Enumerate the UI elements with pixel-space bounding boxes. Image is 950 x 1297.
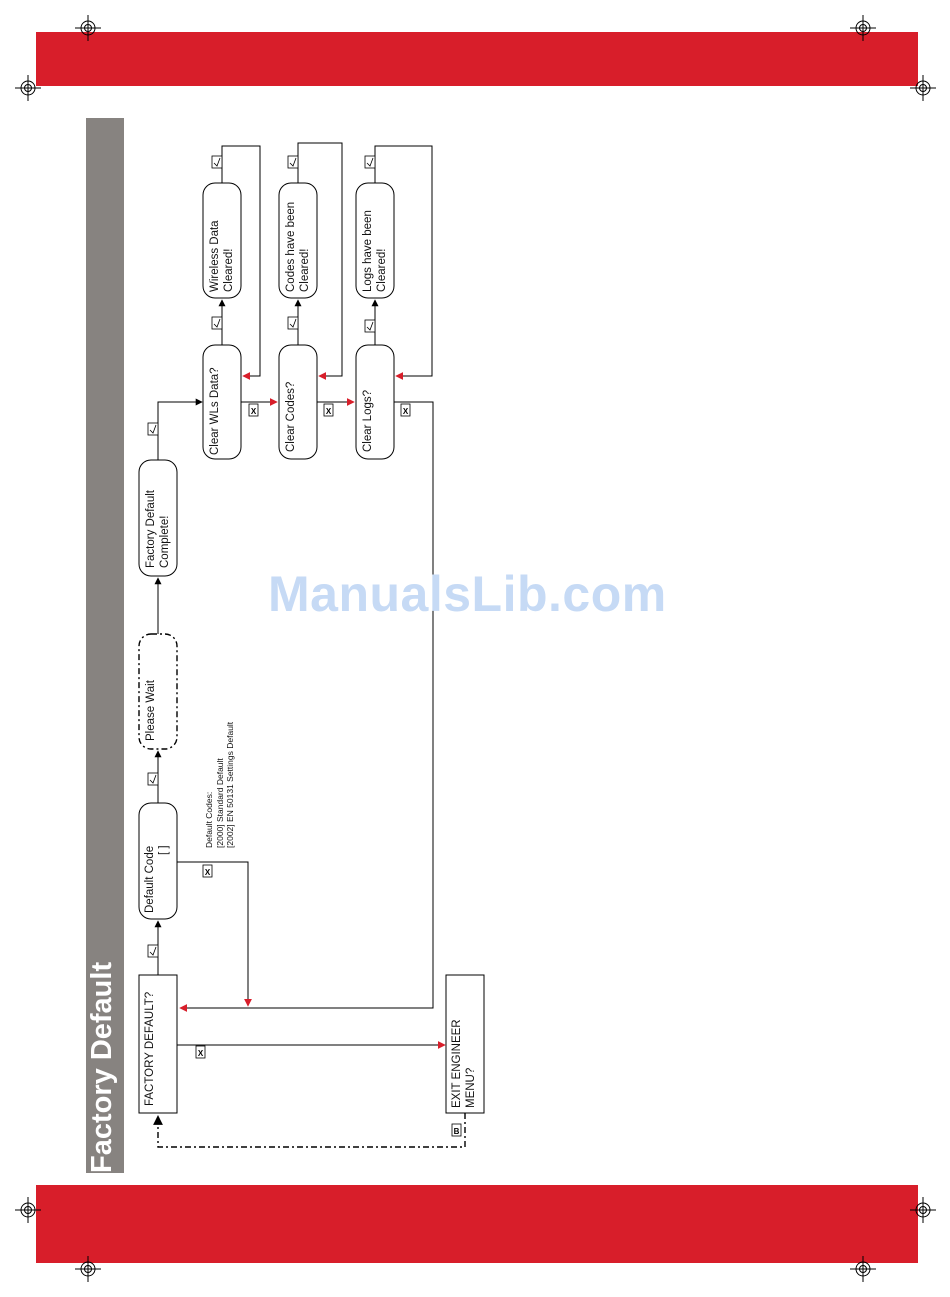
x-key-box xyxy=(202,864,213,878)
x-key-box xyxy=(323,403,334,417)
tick-icon xyxy=(364,319,376,333)
b-key-box xyxy=(451,1123,462,1137)
b-key-label: B xyxy=(454,1127,460,1136)
please-wait-label: Please Wait xyxy=(145,680,157,741)
return-connector xyxy=(177,861,252,1007)
tick-icon xyxy=(211,155,223,169)
x-key-label: X xyxy=(198,1049,204,1058)
tick-icon xyxy=(364,155,376,169)
tick-icon xyxy=(147,772,159,786)
registration-mark-icon xyxy=(910,1197,936,1223)
registration-mark-icon xyxy=(850,15,876,41)
exit-engineer-box[interactable] xyxy=(445,974,485,1114)
top-red-band xyxy=(36,32,918,86)
registration-mark-icon xyxy=(75,15,101,41)
wireless-cleared-label: Wireless Data Cleared! xyxy=(209,220,235,292)
bottom-red-band xyxy=(36,1185,918,1263)
clear-codes-label: Clear Codes? xyxy=(285,381,297,452)
x-key-label: X xyxy=(326,407,332,416)
x-key-box xyxy=(195,1045,206,1059)
tick-icon xyxy=(147,944,159,958)
watermark: ManualsLib.com xyxy=(268,566,667,622)
connector xyxy=(157,398,203,460)
return-connector xyxy=(179,401,434,1012)
x-key-label: X xyxy=(403,407,409,416)
tick-icon xyxy=(211,316,223,330)
clear-logs-label: Clear Logs? xyxy=(362,389,374,452)
factory-default-label: FACTORY DEFAULT? xyxy=(144,991,156,1106)
registration-mark-icon xyxy=(75,1256,101,1282)
tick-icon xyxy=(147,422,159,436)
tick-icon xyxy=(287,316,299,330)
clear-wls-label: Clear WLs Data? xyxy=(209,367,221,455)
tick-icon xyxy=(287,155,299,169)
registration-mark-icon xyxy=(850,1256,876,1282)
default-codes-note: Default Codes: [2000] Standard Default [… xyxy=(204,721,235,848)
factory-default-box[interactable] xyxy=(138,974,178,1114)
x-key-label: X xyxy=(251,407,257,416)
x-key-label: X xyxy=(205,868,211,877)
logs-cleared-label: Logs have been Cleared! xyxy=(362,210,388,292)
registration-mark-icon xyxy=(910,75,936,101)
registration-mark-icon xyxy=(15,1197,41,1223)
default-code-label: Default Code [ ] xyxy=(144,845,170,913)
section-title-bar xyxy=(86,118,124,1173)
please-wait-box xyxy=(138,633,178,750)
factory-default-complete-label: Factory Default Complete! xyxy=(145,490,171,568)
back-connector xyxy=(153,1113,466,1148)
registration-mark-icon xyxy=(15,75,41,101)
x-key-box xyxy=(248,403,259,417)
exit-engineer-label: EXIT ENGINEER MENU? xyxy=(451,1019,477,1108)
x-key-box xyxy=(400,403,411,417)
codes-cleared-label: Codes have been Cleared! xyxy=(285,201,311,292)
